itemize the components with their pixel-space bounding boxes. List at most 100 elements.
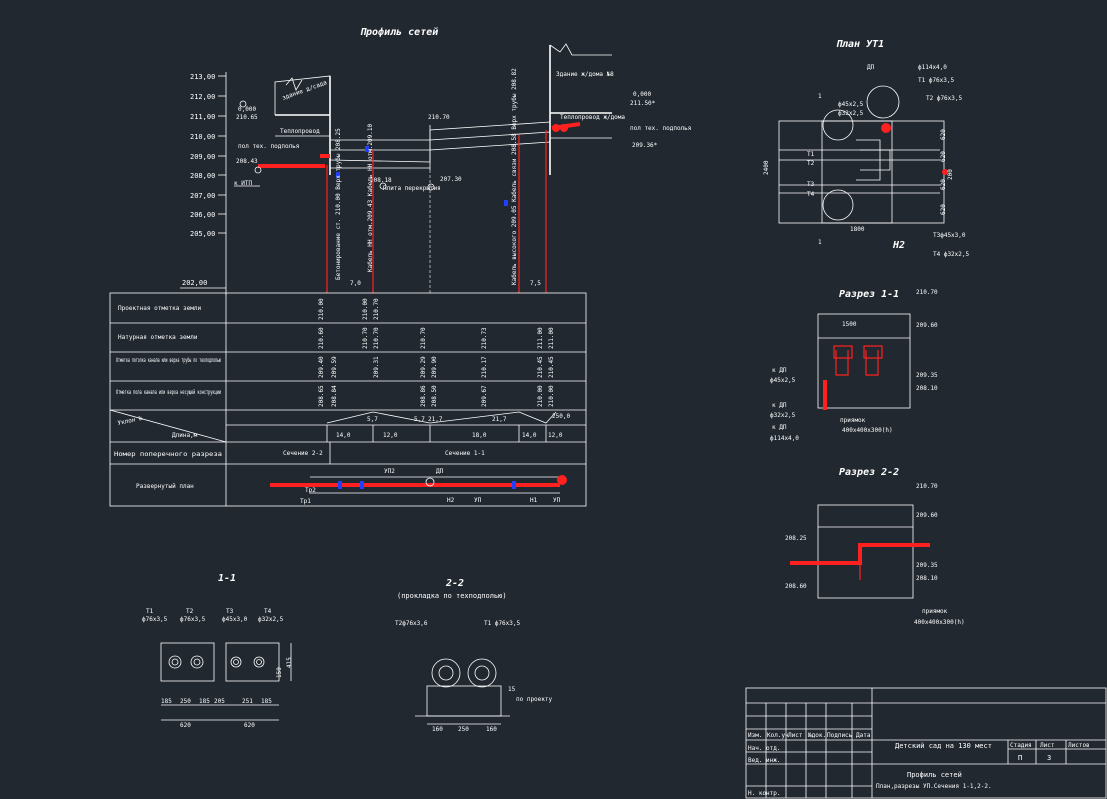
ut1-label: Т1 [807,151,815,158]
section-1-1-right: Разрез 1-1 210.70 209.60 209.35 208.10 1… [770,289,938,442]
stamp-sheets-label: Листов [1068,742,1090,749]
length-value: 14,0 [522,432,537,439]
section11-dim: 1500 [842,321,857,328]
section11-title: Разрез 1-1 [839,289,899,300]
ut1-label: Т4 [807,191,815,198]
svg-text:210.70: 210.70 [373,298,380,320]
detail-2-2: 2-2 (прокладка по техподполью) Т2ф76х3,6… [395,578,553,733]
stamp-header: Подпись [827,732,853,739]
detail11-label: ф76х3,5 [142,616,168,623]
channel-profile: 210.70 208.18 207.30 Плита перекрытия [329,114,551,206]
plan-ut1-title: План УТ1 [836,39,884,50]
svg-text:208.84: 208.84 [331,385,338,407]
section22-label: 400х400х300(h) [914,619,965,626]
plan-label: Тр1 [300,498,311,505]
vertical-markers: Бетонирование ст. 210.00 Верх трубы 208.… [326,68,547,293]
detail11-dim: 185 [261,698,272,705]
elev-label: 211,00 [190,113,215,121]
svg-text:210.00: 210.00 [537,385,544,407]
row-label: Натурная отметка земли [118,334,198,341]
svg-text:209.59: 209.59 [331,356,338,378]
svg-text:210.00: 210.00 [318,298,325,320]
plan-ut1: План УТ1 ДП ф114х4,0 Т1 ф76х3,5 ф45х2,5 … [763,39,970,258]
plita-label: Плита перекрытия [383,185,441,192]
svg-text:208.65: 208.65 [318,385,325,407]
plan-label: УП [553,497,561,504]
svg-text:208.50: 208.50 [431,385,438,407]
section11-label: к ДП [772,402,787,409]
detail11-dim: 185 [199,698,210,705]
detail22-label: Т2ф76х3,6 [395,620,428,627]
svg-text:210.00: 210.00 [362,298,369,320]
svg-text:208.86: 208.86 [420,385,427,407]
detail22-dim: 160 [432,726,443,733]
svg-text:210.70: 210.70 [362,327,369,349]
detail22-dim: 160 [486,726,497,733]
ut1-dim: 200 [947,169,954,180]
plan-label: Н1 [530,497,538,504]
elev-label: 206,00 [190,211,215,219]
detail11-dim: 150 [276,667,283,678]
right-floor-elev: 209.36* [632,142,658,149]
section11-label: 400х400х300(h) [842,427,893,434]
stamp-header: Дата [856,732,871,739]
detail11-dim: 250 [180,698,191,705]
detail22-dim: 15 [508,686,516,693]
profile-title: Профиль сетей [360,26,438,38]
section22-elev: 209.35 [916,562,938,569]
ut1-label: ф45х2,5 [838,101,864,108]
section11-elev: 210.70 [916,289,938,296]
section22-elev: 208.10 [916,575,938,582]
ut1-dim: 620 [940,179,947,190]
detail11-dim: 205 [214,698,225,705]
elev-label: 205,00 [190,230,215,238]
ut1-label: ДП [867,64,875,71]
svg-text:210.17: 210.17 [481,356,488,378]
section11-elev: 208.10 [916,385,938,392]
plan-label: УП2 [384,468,395,475]
row-label: Отметка пола канала или верха несущей ко… [116,389,221,396]
left-zero-elev: 210.65 [236,114,258,121]
svg-text:210.73: 210.73 [481,327,488,349]
svg-text:210.00: 210.00 [548,385,555,407]
stamp-header: Кол.уч [767,732,789,739]
svg-text:209.90: 209.90 [431,356,438,378]
length-value: 14,0 [336,432,351,439]
elevation-labels: 213,00 212,00 211,00 210,00 209,00 208,0… [190,73,215,238]
section11-label: ф45х2,5 [770,377,796,384]
section-number: Сечение 1-1 [445,450,485,457]
length-value: 18,0 [472,432,487,439]
stamp-header: №док. [808,732,826,739]
stamp-row: Вед. инж. [748,757,781,764]
ut1-label: Т1 ф76х3,5 [918,77,955,84]
elevation-ticks [218,75,226,234]
svg-text:209.40: 209.40 [318,356,325,378]
slope-value: 21,7 [492,416,507,423]
section22-elev: 209.60 [916,512,938,519]
svg-text:209.29: 209.29 [420,356,427,378]
detail11-label: Т1 [146,608,154,615]
profile-table: Проектная отметка земли Натурная отметка… [109,292,587,507]
slope-value: 5,7 [367,416,378,423]
stamp-stage-label: Стадия [1010,742,1032,749]
ut1-dim: 1800 [850,226,865,233]
svg-text:211.00: 211.00 [537,327,544,349]
row-label: Проектная отметка земли [118,305,201,312]
right-zero: 0,000 [633,91,651,98]
row-label: Длина,м [172,432,198,439]
left-floor-note: пол тех. подполья [238,143,299,150]
right-zero-elev: 211.50* [630,100,656,107]
teploprovod-right: Теплопровод ж/дома [560,114,625,121]
svg-text:210.45: 210.45 [548,356,555,378]
slope-value: 250,0 [552,413,570,420]
detail22-title: 2-2 [445,578,464,589]
svg-text:209.31: 209.31 [373,356,380,378]
row-label: Уклон ‰ [117,415,144,427]
elev-label: 208,00 [190,172,215,180]
section11-label: ф114х4,0 [770,435,799,442]
section22-elev: 210.70 [916,483,938,490]
detail11-dim: 185 [161,698,172,705]
ut1-label: Н2 [892,240,905,251]
length-value: 12,0 [383,432,398,439]
svg-text:210.60: 210.60 [318,327,325,349]
